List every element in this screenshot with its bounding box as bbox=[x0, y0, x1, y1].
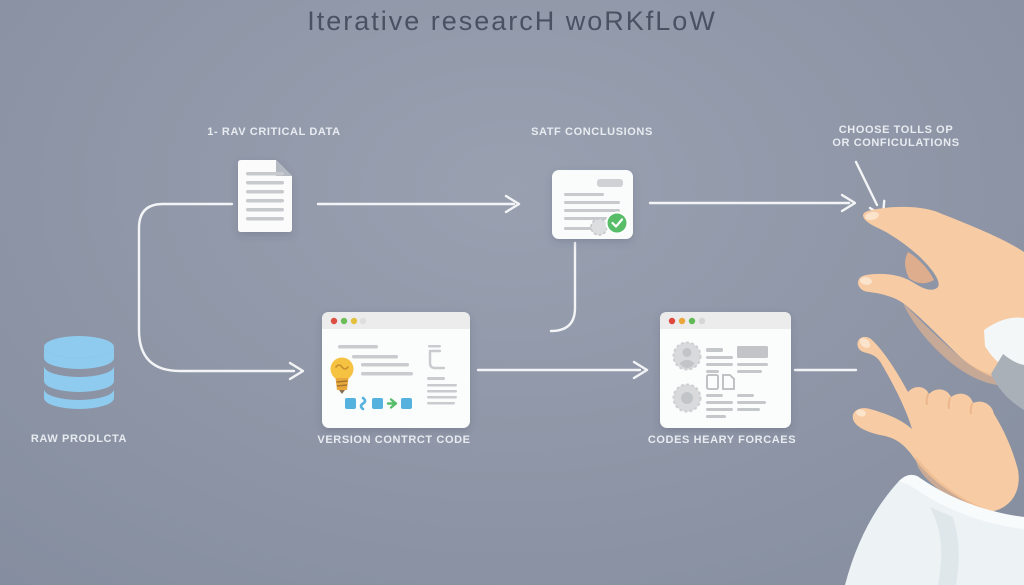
thumbnail bbox=[860, 277, 872, 285]
connector-conclusions-down bbox=[549, 241, 577, 333]
arrow-rawdata-to-conclusions bbox=[316, 194, 521, 214]
page-icons bbox=[706, 374, 735, 390]
gear-badge bbox=[672, 383, 702, 413]
code-bracket-glyph bbox=[428, 345, 446, 370]
browser-window-profile-icon bbox=[660, 312, 791, 428]
document-approved-icon bbox=[552, 170, 633, 239]
document-text-lines bbox=[246, 172, 284, 221]
gear-icon bbox=[590, 218, 608, 236]
lightbulb-icon bbox=[330, 357, 354, 394]
traffic-light-dots bbox=[330, 317, 367, 325]
page-title: Iterative researcH woRKfLoW bbox=[307, 6, 717, 36]
fingernail bbox=[859, 338, 871, 348]
fingernail bbox=[865, 211, 879, 221]
label-code-review: CODES HEARY FORCAES bbox=[647, 434, 797, 446]
arrow-version-to-review bbox=[476, 360, 649, 380]
label-choose-tools-line2: OR CONFICULATIONS bbox=[832, 137, 960, 149]
content-lines bbox=[706, 346, 768, 373]
document-text-lines bbox=[564, 193, 620, 230]
arrow-conclusions-to-tools bbox=[648, 193, 857, 213]
database-icon bbox=[44, 336, 114, 409]
sleeve-fold bbox=[930, 507, 959, 585]
thumbnail bbox=[856, 409, 866, 417]
browser-window-lightbulb-icon bbox=[322, 312, 470, 428]
content-lines-lower bbox=[706, 394, 766, 418]
label-choose-tools: CHOOSE TOLLS OP OR CONFICULATIONS bbox=[832, 124, 959, 150]
sleeve bbox=[845, 474, 1024, 585]
pipeline-blocks bbox=[345, 396, 412, 411]
sleeve bbox=[991, 354, 1024, 410]
pointing-hand-icon bbox=[845, 336, 1024, 585]
label-version-control: VERSION CONTRCT CODE bbox=[317, 434, 471, 446]
content-lines-right bbox=[427, 377, 457, 405]
flow-connectors bbox=[137, 160, 886, 381]
shirt-cuff bbox=[899, 474, 1024, 529]
document-icon bbox=[238, 160, 292, 232]
label-raw-critical-data: 1- RAV CRITICAL DATA bbox=[207, 126, 341, 138]
traffic-light-dots bbox=[668, 317, 706, 325]
content-lines bbox=[338, 345, 413, 376]
shirt-cuff bbox=[984, 317, 1024, 374]
check-badge-icon bbox=[605, 211, 629, 235]
label-raw-products: RAW PRODLCTA bbox=[30, 433, 128, 445]
avatar-badge bbox=[672, 341, 702, 371]
label-conclusions: SATF CONCLUSIONS bbox=[531, 126, 653, 138]
pinch-hand-icon bbox=[858, 206, 1024, 410]
arrow-loop-to-version-control bbox=[137, 202, 305, 381]
green-arrow-glyph bbox=[386, 398, 398, 409]
label-choose-tools-line1: CHOOSE TOLLS OP bbox=[838, 124, 954, 136]
